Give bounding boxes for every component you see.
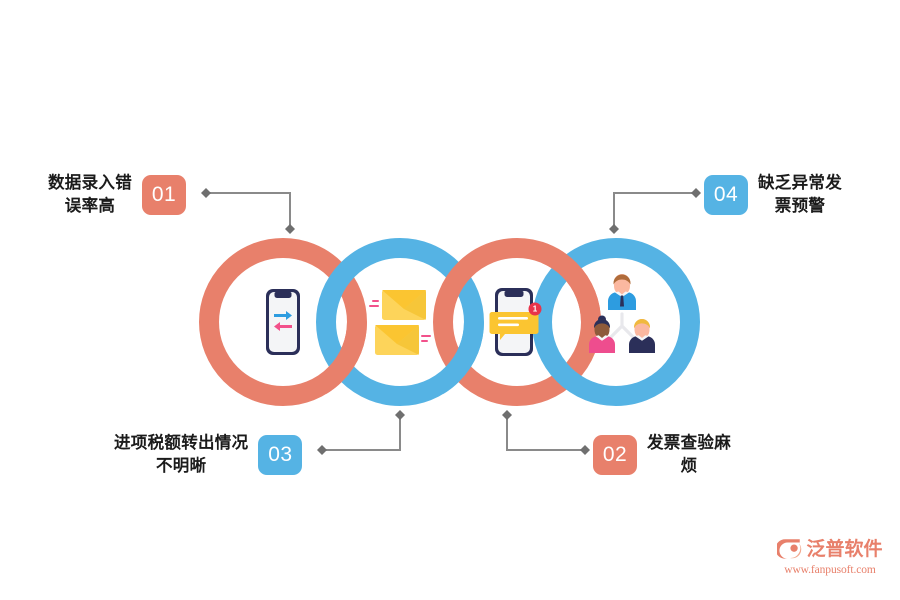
- caption-04: 缺乏异常发 票预警: [758, 174, 842, 216]
- envelope-motion-lines-bottom: [421, 335, 431, 342]
- connector-dot-02-end: [502, 410, 512, 420]
- logo-wordmark: 泛普软件: [806, 538, 883, 560]
- logo-row: 泛普软件: [777, 536, 883, 562]
- connector-lines: [206, 192, 696, 451]
- label-group-03[interactable]: 进项税额转出情况 不明晰 03: [114, 432, 303, 479]
- notification-badge-icon: 1: [528, 302, 542, 316]
- connector-dot-04-end: [609, 224, 619, 234]
- badge-01[interactable]: 01: [142, 175, 186, 216]
- connector-dot-01-end: [285, 224, 295, 234]
- phone-transfer-icon: [266, 289, 300, 355]
- connector-02: [506, 414, 585, 451]
- fanpu-logo[interactable]: 泛普软件 www.fanpusoft.com: [770, 536, 890, 576]
- person-right: [629, 319, 655, 353]
- connector-dot-03-start: [317, 445, 327, 455]
- person-top: [608, 274, 636, 310]
- badge-03[interactable]: 03: [258, 435, 303, 476]
- label-group-04[interactable]: 04 缺乏异常发 票预警: [704, 172, 842, 219]
- connector-dot-03-end: [395, 410, 405, 420]
- logo-url: www.fanpusoft.com: [784, 564, 876, 576]
- envelope-motion-lines-top: [369, 300, 379, 307]
- caption-03: 进项税额转出情况 不明晰: [114, 434, 249, 476]
- badge-04[interactable]: 04: [704, 175, 748, 216]
- connector-04: [613, 192, 696, 228]
- connector-dot-01-start: [201, 188, 211, 198]
- label-group-01[interactable]: 数据录入错 误率高 01: [48, 172, 186, 219]
- fanpu-logo-icon: [777, 539, 802, 559]
- person-left: [589, 315, 615, 353]
- envelopes-icon: [369, 290, 431, 355]
- connector-01: [206, 192, 291, 228]
- connector-dot-04-start: [691, 188, 701, 198]
- svg-text:1: 1: [533, 305, 538, 314]
- connector-dot-02-start: [580, 445, 590, 455]
- people-group-icon: [589, 274, 655, 353]
- ring-4: [532, 238, 700, 406]
- label-group-02[interactable]: 02 发票查验麻 烦: [593, 432, 731, 479]
- phone-chat-icon: 1: [489, 288, 542, 356]
- caption-01: 数据录入错 误率高: [48, 174, 132, 216]
- connector-dots: [201, 188, 701, 455]
- caption-02: 发票查验麻 烦: [647, 434, 731, 476]
- badge-02[interactable]: 02: [593, 435, 637, 476]
- chat-bubble: [489, 312, 539, 340]
- connector-03: [322, 414, 401, 451]
